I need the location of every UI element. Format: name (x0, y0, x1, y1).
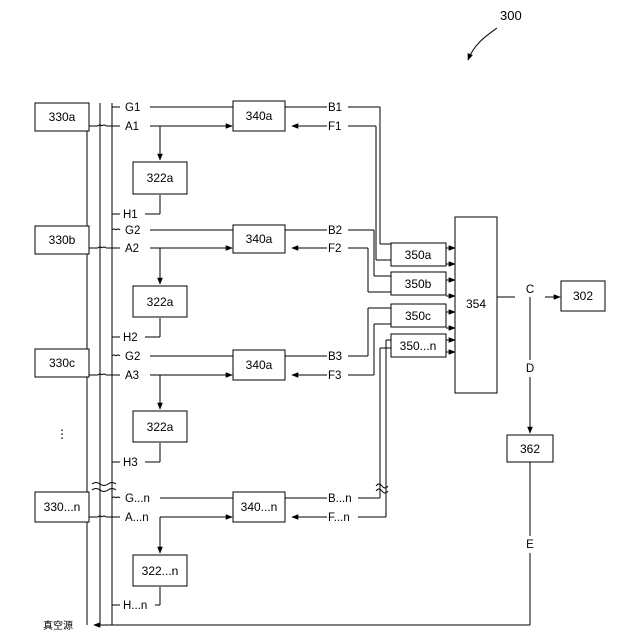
valve-340n: 340...n (233, 492, 285, 522)
module-label: 350b (405, 277, 432, 291)
vacuum-lines (87, 103, 116, 625)
label-f3: F3 (328, 370, 341, 382)
controller-354: 354 (455, 217, 497, 393)
module-350b: 350b (391, 272, 446, 295)
sensor-label: 322...n (142, 564, 179, 578)
label-f1: F1 (328, 121, 341, 133)
source-label: 330c (49, 356, 75, 370)
figure-ref-number: 300 (500, 8, 522, 23)
label-hn: H...n (123, 600, 147, 612)
label-f2: F2 (328, 243, 341, 255)
source-330c: 330c (35, 349, 89, 377)
label-fn: F...n (328, 512, 350, 524)
pump-362: 362 (507, 435, 553, 462)
module-label: 350...n (400, 339, 437, 353)
label-e: E (526, 539, 534, 551)
label-gn: G...n (125, 493, 150, 505)
label-b2: B2 (328, 225, 342, 237)
module-label: 350c (405, 309, 431, 323)
module-350c: 350c (391, 304, 446, 327)
sensor-label: 322a (147, 295, 174, 309)
module-350a: 350a (391, 243, 446, 266)
valve-label: 340a (246, 109, 273, 123)
valve-340a-2: 340a (233, 225, 285, 253)
sensor-label: 322a (147, 171, 174, 185)
row-a-lines (89, 107, 233, 214)
row-b-lines (89, 229, 233, 337)
label-a3: A3 (125, 370, 139, 382)
sensor-322a-2: 322a (133, 286, 187, 317)
label-a1: A1 (125, 121, 139, 133)
label-c: C (526, 284, 534, 296)
label-b1: B1 (328, 102, 342, 114)
label-h2: H2 (123, 332, 138, 344)
label-bn: B...n (328, 493, 352, 505)
source-label: 330...n (44, 500, 81, 514)
label-g2: G2 (125, 225, 140, 237)
row-c-lines (89, 355, 233, 462)
target-302: 302 (561, 281, 605, 311)
valve-label: 340a (246, 358, 273, 372)
label-g2b: G2 (125, 351, 140, 363)
label-d: D (526, 363, 534, 375)
source-label: 330a (49, 110, 76, 124)
label-h3: H3 (123, 457, 138, 469)
row-n-lines (89, 497, 233, 605)
source-label: 330b (49, 233, 76, 247)
figure-ref-arrow (468, 28, 497, 60)
sensor-322a-3: 322a (133, 411, 187, 442)
ellipsis-dots: ⋮ (56, 427, 68, 441)
sensor-322n: 322...n (133, 555, 187, 586)
module-350n: 350...n (391, 334, 446, 357)
controller-label: 354 (466, 297, 486, 311)
source-330a: 330a (35, 103, 89, 131)
label-g1: G1 (125, 102, 140, 114)
valve-340a-1: 340a (233, 101, 285, 131)
label-b3: B3 (328, 351, 342, 363)
module-label: 350a (405, 248, 432, 262)
pump-label: 362 (520, 442, 540, 456)
sensor-label: 322a (147, 420, 174, 434)
vacuum-source-label: 真空源 (43, 619, 73, 632)
label-a2: A2 (125, 243, 139, 255)
sensor-322a-1: 322a (133, 162, 187, 194)
valve-label: 340a (246, 232, 273, 246)
label-h1: H1 (123, 209, 138, 221)
source-330n: 330...n (35, 492, 89, 522)
valve-340a-3: 340a (233, 350, 285, 380)
target-label: 302 (573, 289, 593, 303)
source-330b: 330b (35, 226, 89, 254)
valve-label: 340...n (241, 500, 278, 514)
label-an: A...n (125, 512, 149, 524)
